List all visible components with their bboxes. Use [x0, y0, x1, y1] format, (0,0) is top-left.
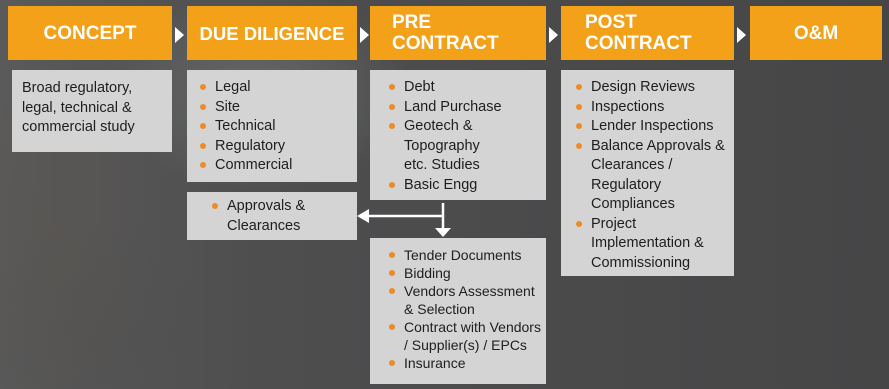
stage-post-contract-line2: CONTRACT: [585, 33, 692, 54]
stage-pre-contract-line1: PRE: [392, 12, 432, 33]
list-item: Project Implementation & Commissioning: [571, 215, 721, 274]
list-item: Inspections: [571, 98, 730, 118]
list-item: Basic Engg: [384, 176, 538, 196]
tendering-box: Tender Documents Bidding Vendors Assessm…: [370, 238, 546, 384]
concept-text: Broad regulatory, legal, technical & com…: [22, 80, 135, 135]
stage-due-diligence-label: DUE DILIGENCE: [199, 22, 345, 44]
chevron-right-icon: [360, 27, 369, 43]
tendering-list: Tender Documents Bidding Vendors Assessm…: [384, 246, 542, 372]
arrow-down-icon: [435, 228, 451, 237]
stage-concept: CONCEPT: [8, 6, 172, 60]
approvals-box: Approvals & Clearances: [187, 192, 357, 240]
stage-om: O&M: [750, 6, 882, 60]
pre-contract-box: Debt Land Purchase Geotech & Topography …: [370, 70, 546, 200]
list-item: Regulatory: [195, 137, 349, 157]
stage-pre-contract: PRE CONTRACT: [370, 6, 546, 60]
list-item: Insurance: [384, 354, 542, 372]
approvals-label: Approvals & Clearances: [227, 198, 306, 234]
connector-lines: [368, 203, 445, 229]
list-item: Technical: [195, 117, 349, 137]
chevron-right-icon: [175, 27, 184, 43]
post-contract-list: Design Reviews Inspections Lender Inspec…: [571, 78, 730, 273]
list-item: Debt: [384, 78, 538, 98]
arrow-left-icon: [357, 209, 369, 223]
stage-post-contract-label: POST CONTRACT: [585, 12, 692, 54]
list-item: Balance Approvals & Clearances / Regulat…: [571, 137, 733, 215]
list-item: Vendors Assessment & Selection: [384, 282, 542, 318]
approvals-list: Approvals & Clearances: [207, 197, 349, 236]
stage-pre-contract-label: PRE CONTRACT: [392, 12, 499, 54]
list-item: Design Reviews: [571, 78, 730, 98]
stage-pre-contract-line2: CONTRACT: [392, 33, 499, 54]
list-item: Lender Inspections: [571, 117, 730, 137]
list-item: Land Purchase: [384, 98, 538, 118]
list-item: Commercial: [195, 156, 349, 176]
pre-contract-list: Debt Land Purchase Geotech & Topography …: [384, 78, 538, 195]
list-item: Site: [195, 98, 349, 118]
chevron-right-icon: [549, 27, 558, 43]
list-item: Legal: [195, 78, 349, 98]
stage-post-contract-line1: POST: [585, 12, 637, 33]
due-diligence-box: Legal Site Technical Regulatory Commerci…: [187, 70, 357, 182]
list-item: Geotech & Topography etc. Studies: [384, 117, 504, 176]
post-contract-box: Design Reviews Inspections Lender Inspec…: [561, 70, 734, 276]
stage-concept-label: CONCEPT: [43, 22, 137, 44]
stage-post-contract: POST CONTRACT: [561, 6, 734, 60]
list-item: Tender Documents: [384, 246, 542, 264]
list-item: Contract with Vendors / Supplier(s) / EP…: [384, 318, 542, 354]
stage-om-label: O&M: [793, 22, 839, 44]
concept-box: Broad regulatory, legal, technical & com…: [12, 70, 172, 152]
chevron-right-icon: [737, 27, 746, 43]
due-diligence-list: Legal Site Technical Regulatory Commerci…: [195, 78, 349, 176]
stage-due-diligence: DUE DILIGENCE: [187, 6, 357, 60]
list-item: Bidding: [384, 264, 542, 282]
list-item: Approvals & Clearances: [207, 197, 317, 236]
